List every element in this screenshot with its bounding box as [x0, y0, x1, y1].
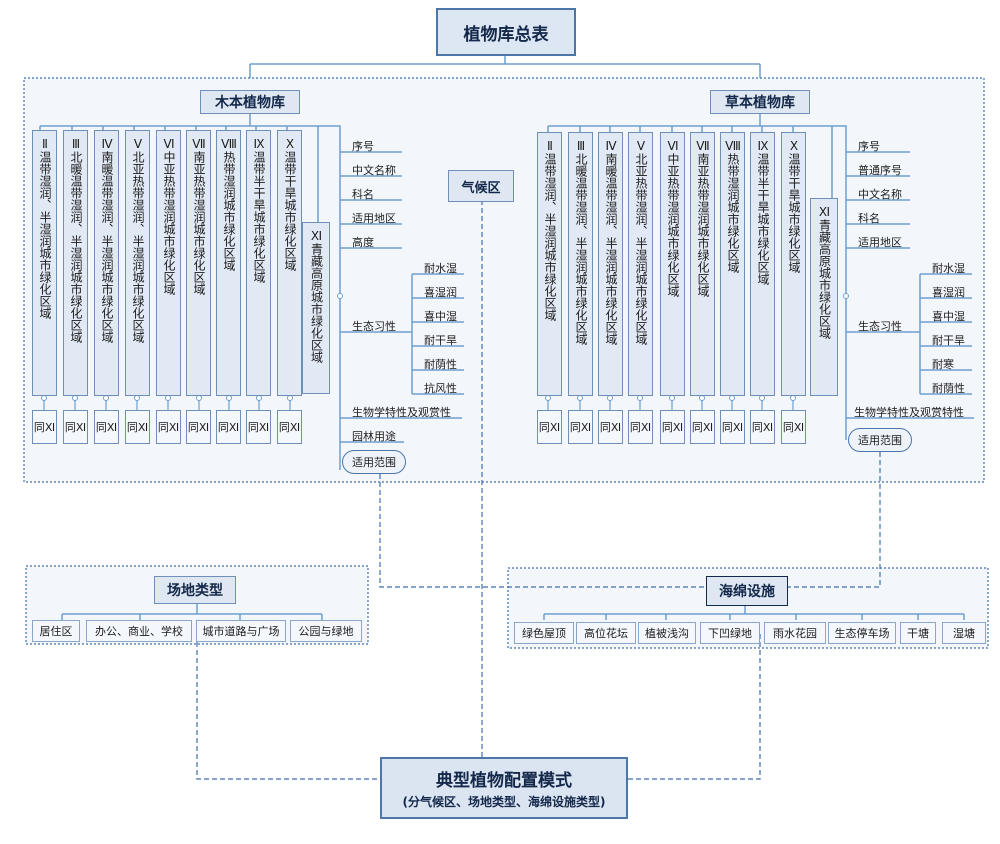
woody-attr-5: 高度	[352, 236, 374, 249]
woody-region-5: Ⅵ中亚热带湿润城市绿化区域	[156, 130, 181, 396]
woody-same-6: 同Ⅺ	[186, 410, 211, 444]
woody-same-7: 同Ⅺ	[216, 410, 241, 444]
woody-eco-3: 喜中湿	[424, 310, 457, 323]
sponge-facility-2: 高位花坛	[576, 622, 636, 644]
woody-eco-1: 耐水湿	[424, 262, 457, 275]
planting-mode-main: 典型植物配置模式	[436, 771, 572, 791]
herb-eco-1: 耐水湿	[932, 262, 965, 275]
woody-eco-4: 耐干旱	[424, 334, 457, 347]
woody-same-2: 同Ⅺ	[63, 410, 88, 444]
sponge-facility-3: 植被浅沟	[638, 622, 696, 644]
herb-same-3: 同Ⅺ	[598, 410, 623, 444]
site-type-3: 城市道路与广场	[196, 620, 286, 642]
woody-eco-6: 抗风性	[424, 382, 457, 395]
planting-mode-subtitle: (分气候区、场地类型、海绵设施类型)	[402, 795, 606, 809]
woody-region-4: Ⅴ北亚热带湿润、半湿润城市绿化区域	[125, 130, 150, 396]
woody-region-2: Ⅲ北暖温带湿润、半湿润城市绿化区域	[63, 130, 88, 396]
herb-library-title: 草本植物库	[710, 90, 810, 114]
herb-region-6: Ⅶ南亚热带湿润城市绿化区域	[690, 132, 715, 396]
herb-eco-3: 喜中湿	[932, 310, 965, 323]
woody-region-6: Ⅶ南亚热带湿润城市绿化区域	[186, 130, 211, 396]
woody-library-title: 木本植物库	[200, 90, 300, 114]
sponge-facility-4: 下凹绿地	[700, 622, 760, 644]
woody-region-7: Ⅷ热带湿润城市绿化区域	[216, 130, 241, 396]
woody-eco-5: 耐荫性	[424, 358, 457, 371]
herb-region-tibet: Ⅺ青藏高原城市绿化区域	[810, 198, 838, 396]
woody-bio-attr: 生物学特性及观赏性	[352, 406, 451, 419]
herb-region-5: Ⅵ中亚热带湿润城市绿化区域	[660, 132, 685, 396]
herb-attr-2: 普通序号	[858, 164, 902, 177]
woody-region-3: Ⅳ南暖温带湿润、半湿润城市绿化区域	[94, 130, 119, 396]
climate-zone-box: 气候区	[448, 170, 514, 202]
herb-region-3: Ⅳ南暖温带湿润、半湿润城市绿化区域	[598, 132, 623, 396]
herb-same-5: 同Ⅺ	[660, 410, 685, 444]
woody-region-tibet: Ⅺ青藏高原城市绿化区域	[302, 222, 330, 394]
herb-bio-attr: 生物学特性及观赏特性	[854, 406, 964, 419]
herb-eco-2: 喜湿润	[932, 286, 965, 299]
woody-same-5: 同Ⅺ	[156, 410, 181, 444]
herb-same-8: 同Ⅺ	[750, 410, 775, 444]
sponge-facility-1: 绿色屋顶	[514, 622, 574, 644]
woody-same-9: 同Ⅺ	[277, 410, 302, 444]
woody-same-1: 同Ⅺ	[32, 410, 57, 444]
herb-attr-5: 适用地区	[858, 236, 902, 249]
site-type-2: 办公、商业、学校	[86, 620, 192, 642]
sponge-facility-7: 干塘	[900, 622, 936, 644]
herb-same-7: 同Ⅺ	[720, 410, 745, 444]
woody-scope-pill: 适用范围	[342, 450, 406, 474]
herb-same-6: 同Ⅺ	[690, 410, 715, 444]
woody-garden-use-attr: 园林用途	[352, 430, 396, 443]
woody-attr-4: 适用地区	[352, 212, 396, 225]
sponge-facility-5: 雨水花园	[764, 622, 826, 644]
herb-attr-3: 中文名称	[858, 188, 902, 201]
woody-region-9: Ⅹ温带干旱城市绿化区域	[277, 130, 302, 396]
herb-same-9: 同Ⅺ	[781, 410, 806, 444]
planting-mode-title: 典型植物配置模式 (分气候区、场地类型、海绵设施类型)	[380, 757, 628, 819]
sponge-facility-6: 生态停车场	[828, 622, 896, 644]
woody-same-3: 同Ⅺ	[94, 410, 119, 444]
sponge-facility-8: 湿塘	[942, 622, 986, 644]
site-type-4: 公园与绿地	[290, 620, 362, 642]
woody-attr-3: 科名	[352, 188, 374, 201]
herb-scope-pill: 适用范围	[848, 428, 912, 452]
herb-region-7: Ⅷ热带湿润城市绿化区域	[720, 132, 745, 396]
site-type-title: 场地类型	[154, 576, 236, 604]
herb-region-9: Ⅹ温带干旱城市绿化区域	[781, 132, 806, 396]
herb-eco-6: 耐荫性	[932, 382, 965, 395]
herb-region-8: Ⅸ温带半干旱城市绿化区域	[750, 132, 775, 396]
herb-eco-4: 耐干旱	[932, 334, 965, 347]
plant-library-title: 植物库总表	[436, 8, 576, 56]
woody-same-4: 同Ⅺ	[125, 410, 150, 444]
woody-eco-label: 生态习性	[352, 320, 396, 333]
woody-eco-2: 喜湿润	[424, 286, 457, 299]
herb-same-2: 同Ⅺ	[568, 410, 593, 444]
herb-same-1: 同Ⅺ	[537, 410, 562, 444]
woody-region-8: Ⅸ温带半干旱城市绿化区域	[246, 130, 271, 396]
herb-eco-5: 耐寒	[932, 358, 954, 371]
woody-region-1: Ⅱ温带湿润、半湿润城市绿化区域	[32, 130, 57, 396]
herb-region-2: Ⅲ北暖温带湿润、半湿润城市绿化区域	[568, 132, 593, 396]
herb-same-4: 同Ⅺ	[628, 410, 653, 444]
herb-attr-1: 序号	[858, 140, 880, 153]
woody-attr-1: 序号	[352, 140, 374, 153]
woody-same-8: 同Ⅺ	[246, 410, 271, 444]
herb-region-1: Ⅱ温带湿润、半湿润城市绿化区域	[537, 132, 562, 396]
site-type-1: 居住区	[32, 620, 80, 642]
herb-eco-label: 生态习性	[858, 320, 902, 333]
herb-attr-4: 科名	[858, 212, 880, 225]
sponge-facility-title: 海绵设施	[706, 576, 788, 606]
woody-attr-2: 中文名称	[352, 164, 396, 177]
herb-region-4: Ⅴ北亚热带湿润、半湿润城市绿化区域	[628, 132, 653, 396]
